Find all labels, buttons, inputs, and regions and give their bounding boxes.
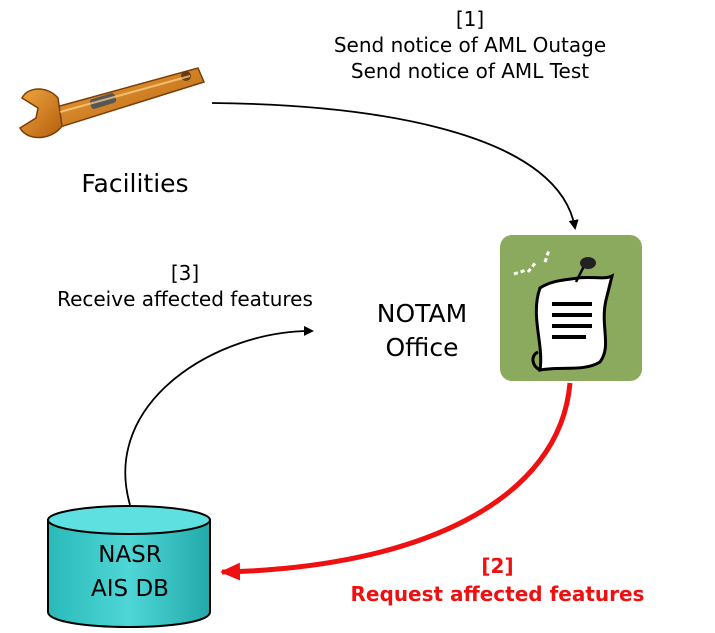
step3-number: [3] <box>170 261 200 285</box>
database-line2: AIS DB <box>91 576 169 602</box>
step3-label: [3] Receive affected features <box>10 260 360 312</box>
database-label: NASR AIS DB <box>55 538 205 606</box>
notice-note-icon <box>500 235 642 381</box>
step2-number: [2] <box>481 554 514 578</box>
step2-label: [2] Request affected features <box>300 552 695 608</box>
notam-office-label: NOTAM Office <box>362 297 482 365</box>
arrow-send-notice <box>211 102 579 230</box>
facilities-label: Facilities <box>81 169 189 198</box>
arrow-receive-features <box>124 325 314 506</box>
database-line1: NASR <box>98 542 162 568</box>
arrow-request-features <box>220 382 573 581</box>
notam-line2: Office <box>385 333 459 362</box>
step1-label: [1] Send notice of AML Outage Send notic… <box>270 6 670 84</box>
step1-line1: Send notice of AML Outage <box>333 33 607 57</box>
step1-line2: Send notice of AML Test <box>350 59 590 83</box>
step2-line1: Request affected features <box>350 582 645 606</box>
database-cylinder-icon <box>47 505 211 628</box>
notam-line1: NOTAM <box>376 299 468 328</box>
step1-number: [1] <box>455 7 485 31</box>
wrench-icon <box>18 67 206 139</box>
step3-line1: Receive affected features <box>57 287 313 311</box>
